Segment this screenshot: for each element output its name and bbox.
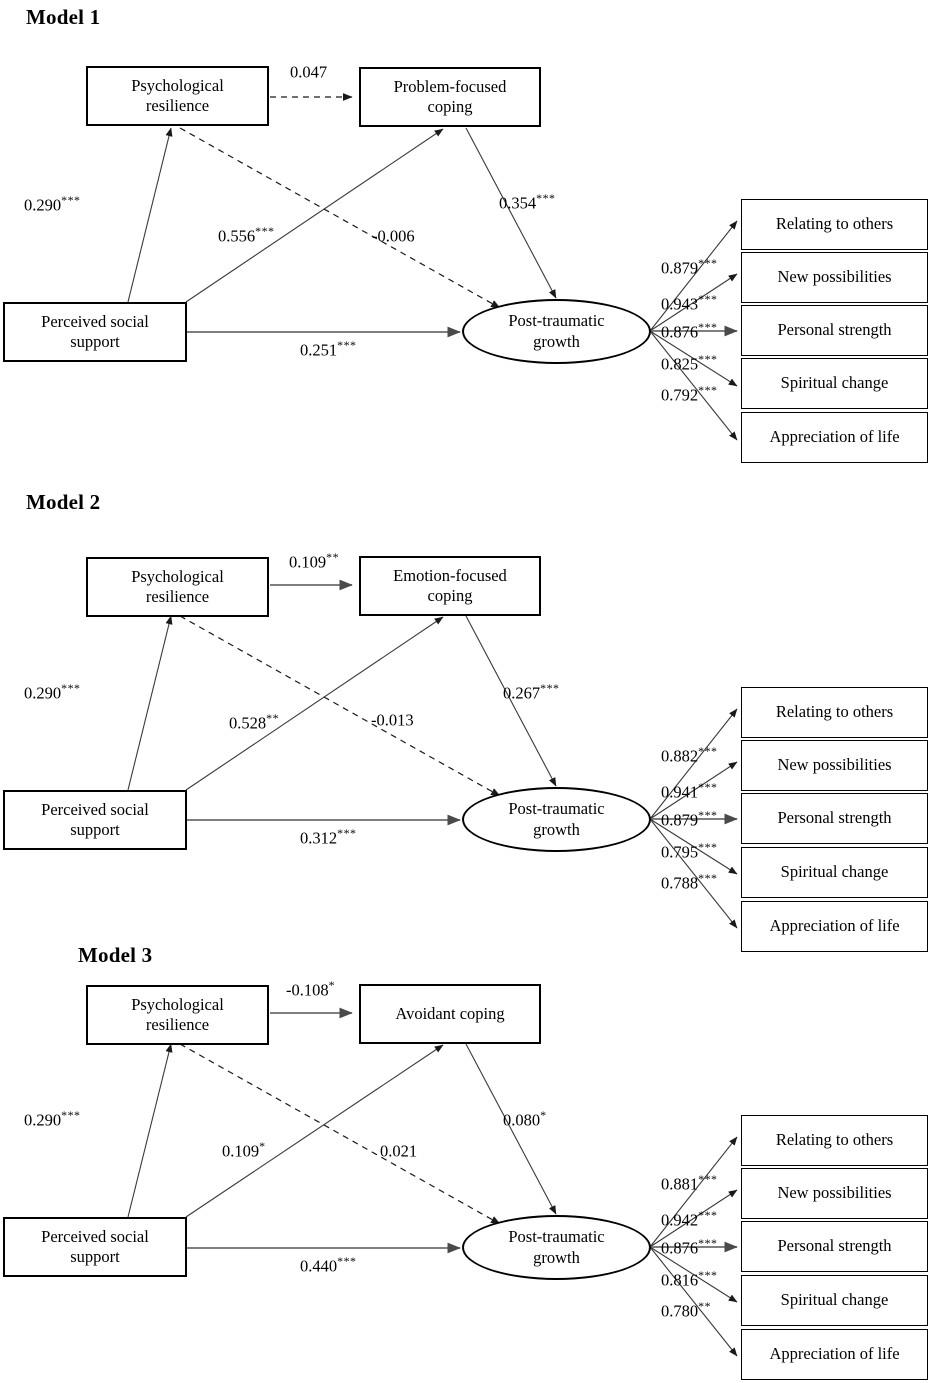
- model-3-indicator-3-label: Spiritual change: [780, 1290, 889, 1310]
- model-1-indicator-0-label: Relating to others: [775, 214, 894, 234]
- model-1-loading-4: 0.792***: [661, 383, 718, 405]
- model-2-indicator-4: Appreciation of life: [741, 901, 928, 952]
- model-3-loading-3: 0.816***: [661, 1268, 718, 1290]
- model-2-loading-1: 0.941***: [661, 780, 718, 802]
- model-1-indicator-1-label: New possibilities: [777, 267, 892, 287]
- model-1-loading-1: 0.943***: [661, 292, 718, 314]
- model-3-loading-1: 0.942***: [661, 1208, 718, 1230]
- model-3-indicator-2-label: Personal strength: [777, 1236, 892, 1256]
- model-3-path-label-support-to-coping: 0.109*: [222, 1139, 266, 1161]
- model-3-indicator-0: Relating to others: [741, 1115, 928, 1166]
- model-3-loading-4: 0.780**: [661, 1299, 711, 1321]
- model-2-edges: [127, 579, 738, 929]
- model-1-loading-3: 0.825***: [661, 352, 718, 374]
- model-2-path-label-support-to-coping: 0.528**: [229, 711, 279, 733]
- model-3-edges: [127, 1007, 738, 1357]
- model-2-path-label-resilience-to-coping: 0.109**: [289, 550, 339, 572]
- model-3-indicator-4-label: Appreciation of life: [769, 1344, 900, 1364]
- model-3-path-label-coping-to-outcome: 0.080*: [503, 1108, 547, 1130]
- model-2-indicator-2: Personal strength: [741, 793, 928, 844]
- model-2-indicator-1: New possibilities: [741, 740, 928, 791]
- model-1-path-label-resilience-to-coping: 0.047: [290, 62, 328, 82]
- model-3-indicator-4: Appreciation of life: [741, 1329, 928, 1380]
- model-3-node-coping-label: Avoidant coping: [395, 1003, 505, 1023]
- model-2-path-label-support-to-resilience: 0.290***: [24, 681, 81, 703]
- model-2-path-label-resilience-to-outcome: -0.013: [371, 710, 414, 730]
- model-1-title: Model 1: [26, 5, 101, 29]
- model-1-indicator-4-label: Appreciation of life: [769, 427, 900, 447]
- model-3-node-coping: Avoidant coping: [359, 984, 541, 1044]
- model-1-path-label-support-to-outcome: 0.251***: [300, 338, 357, 360]
- model-1-loading-0: 0.879***: [661, 256, 718, 278]
- model-1-path-label-support-to-coping: 0.556***: [218, 224, 275, 246]
- model-3-indicator-3: Spiritual change: [741, 1275, 928, 1326]
- model-2-indicator-1-label: New possibilities: [777, 755, 892, 775]
- model-3-indicator-1-label: New possibilities: [777, 1183, 892, 1203]
- model-3-path-label-support-to-resilience: 0.290***: [24, 1108, 81, 1130]
- model-3-indicator-0-label: Relating to others: [775, 1130, 894, 1150]
- model-1-path-label-resilience-to-outcome: -0.006: [372, 226, 415, 246]
- model-1-indicator-3: Spiritual change: [741, 358, 928, 409]
- model-1-indicator-4: Appreciation of life: [741, 412, 928, 463]
- model-2-path-label-support-to-outcome: 0.312***: [300, 826, 357, 848]
- model-1-path-label-coping-to-outcome: 0.354***: [499, 191, 556, 213]
- model-3-loading-0: 0.881***: [661, 1172, 718, 1194]
- model-2-indicator-0-label: Relating to others: [775, 702, 894, 722]
- model-2-indicator-0: Relating to others: [741, 687, 928, 738]
- model-3-loading-2: 0.876***: [661, 1236, 718, 1258]
- model-1-path-label-support-to-resilience: 0.290***: [24, 193, 81, 215]
- model-3-path-label-resilience-to-coping: -0.108*: [286, 978, 336, 1000]
- model-3-path-label-support-to-outcome: 0.440***: [300, 1254, 357, 1276]
- model-1-indicator-2-label: Personal strength: [777, 320, 892, 340]
- model-3-indicator-2: Personal strength: [741, 1221, 928, 1272]
- model-2-indicator-3: Spiritual change: [741, 847, 928, 898]
- model-1-indicator-2: Personal strength: [741, 305, 928, 356]
- model-2-indicator-2-label: Personal strength: [777, 808, 892, 828]
- model-2-indicator-4-label: Appreciation of life: [769, 916, 900, 936]
- model-3-indicator-1: New possibilities: [741, 1168, 928, 1219]
- model-1-indicator-3-label: Spiritual change: [780, 373, 889, 393]
- model-1-indicator-0: Relating to others: [741, 199, 928, 250]
- model-1-edges: [127, 93, 738, 441]
- model-1-indicator-1: New possibilities: [741, 252, 928, 303]
- model-3-path-label-resilience-to-outcome: 0.021: [380, 1141, 418, 1161]
- model-2-path-label-coping-to-outcome: 0.267***: [503, 681, 560, 703]
- model-2-loading-3: 0.795***: [661, 840, 718, 862]
- model-2-indicator-3-label: Spiritual change: [780, 862, 889, 882]
- model-2-title: Model 2: [26, 490, 101, 514]
- model-2-loading-2: 0.879***: [661, 808, 718, 830]
- model-2-loading-0: 0.882***: [661, 744, 718, 766]
- model-3-title: Model 3: [78, 943, 153, 967]
- model-1-loading-2: 0.876***: [661, 320, 718, 342]
- model-2-loading-4: 0.788***: [661, 871, 718, 893]
